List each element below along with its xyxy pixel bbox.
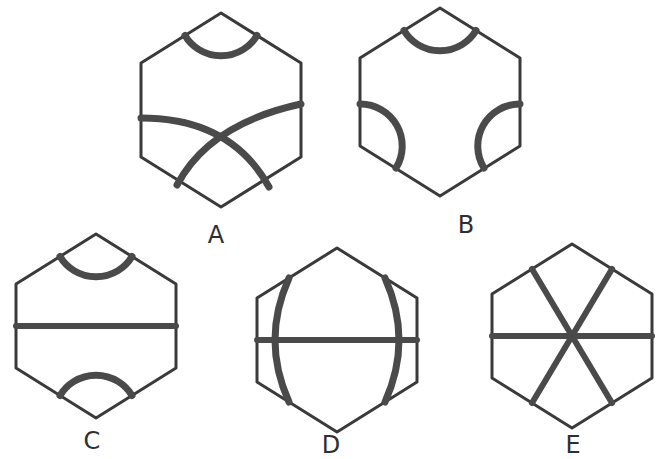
diagonal-line bbox=[532, 269, 612, 403]
hexagon-outline bbox=[492, 244, 652, 428]
option-letter: C bbox=[84, 429, 101, 453]
corner-arc bbox=[60, 257, 132, 277]
hexagon-outline bbox=[141, 13, 301, 207]
corner-arc bbox=[60, 375, 132, 395]
corner-arc bbox=[185, 36, 257, 56]
side-arc bbox=[385, 278, 399, 402]
side-arc bbox=[275, 278, 289, 402]
corner-arc bbox=[404, 31, 476, 51]
diagonal-line bbox=[532, 269, 612, 403]
crossing-arc bbox=[177, 104, 301, 185]
hexagon-outline bbox=[257, 248, 417, 432]
option-letter: D bbox=[322, 433, 340, 457]
hexagon-outline bbox=[360, 8, 520, 196]
corner-arc bbox=[478, 104, 520, 168]
corner-arc bbox=[360, 104, 402, 168]
middle-line bbox=[257, 337, 417, 343]
option-letter: A bbox=[208, 223, 224, 247]
middle-line bbox=[16, 323, 176, 329]
hexagon-outline bbox=[16, 234, 176, 418]
option-letter: E bbox=[565, 433, 580, 457]
option-letter: B bbox=[458, 213, 474, 237]
